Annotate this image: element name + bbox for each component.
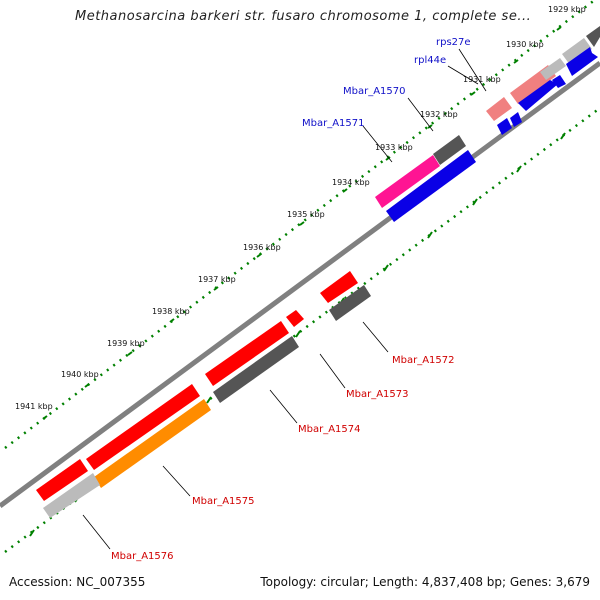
upper-features xyxy=(375,26,600,222)
tick-label: 1932 kbp xyxy=(420,110,458,119)
tick-label: 1940 kbp xyxy=(61,370,99,379)
gene-feature-gray[interactable] xyxy=(562,38,592,65)
gene-feature-highlight[interactable] xyxy=(375,155,440,208)
gene-feature-dark[interactable] xyxy=(586,26,600,47)
gene-label-mbar-a1575[interactable]: Mbar_A1575 xyxy=(192,496,255,507)
gene-label-rpl44e[interactable]: rpl44e xyxy=(414,55,446,66)
tick-label: 1939 kbp xyxy=(107,339,145,348)
callout-lines xyxy=(82,48,487,550)
tick-label: 1937 kbp xyxy=(198,275,236,284)
gene-feature-reverse[interactable] xyxy=(36,459,88,501)
sequence-summary: Topology: circular; Length: 4,837,408 bp… xyxy=(260,575,590,589)
gene-feature-forward[interactable] xyxy=(510,112,522,127)
tick-label: 1930 kbp xyxy=(506,40,544,49)
gene-feature-forward[interactable] xyxy=(386,150,476,222)
gene-feature-forward[interactable] xyxy=(497,118,512,135)
tick-label: 1935 kbp xyxy=(287,210,325,219)
gene-feature-dark[interactable] xyxy=(433,135,466,165)
gene-label-mbar-a1572[interactable]: Mbar_A1572 xyxy=(392,355,455,366)
lower-features xyxy=(36,271,371,518)
tick-label: 1941 kbp xyxy=(15,402,53,411)
gene-feature-pink[interactable] xyxy=(486,97,512,121)
tick-label: 1933 kbp xyxy=(375,143,413,152)
gene-feature-orange[interactable] xyxy=(94,399,211,488)
tick-label: 1931 kbp xyxy=(463,75,501,84)
gene-feature-forward[interactable] xyxy=(518,80,558,111)
gene-feature-reverse[interactable] xyxy=(86,384,200,470)
gene-feature-dark[interactable] xyxy=(213,336,299,403)
sequence-title: Methanosarcina barkeri str. fusaro chrom… xyxy=(75,9,532,24)
gene-feature-reverse[interactable] xyxy=(286,310,304,327)
gene-feature-forward[interactable] xyxy=(566,47,598,76)
gene-label-rps27e[interactable]: rps27e xyxy=(436,37,471,48)
accession-text: Accession: NC_007355 xyxy=(9,575,146,589)
gene-labels: rps27e rpl44e Mbar_A1570 Mbar_A1571 Mbar… xyxy=(111,37,471,562)
gene-label-mbar-a1576[interactable]: Mbar_A1576 xyxy=(111,551,174,562)
outer-tick-ring xyxy=(4,0,597,449)
gene-feature-reverse[interactable] xyxy=(205,321,289,386)
kbp-labels: 1929 kbp 1930 kbp 1931 kbp 1932 kbp 1933… xyxy=(15,5,586,411)
chromosome-backbone xyxy=(0,60,600,509)
tick-label: 1938 kbp xyxy=(152,307,190,316)
gene-feature-gray[interactable] xyxy=(540,58,566,80)
gene-feature-gray[interactable] xyxy=(43,473,100,518)
gene-label-mbar-a1570[interactable]: Mbar_A1570 xyxy=(343,86,406,97)
gene-feature-dark[interactable] xyxy=(329,285,371,321)
gene-label-mbar-a1571[interactable]: Mbar_A1571 xyxy=(302,118,365,129)
gene-feature-reverse[interactable] xyxy=(320,271,358,303)
gene-label-mbar-a1574[interactable]: Mbar_A1574 xyxy=(298,424,361,435)
tick-label: 1934 kbp xyxy=(332,178,370,187)
gene-label-mbar-a1573[interactable]: Mbar_A1573 xyxy=(346,389,409,400)
tick-label: 1929 kbp xyxy=(548,5,586,14)
gene-feature-forward[interactable] xyxy=(552,75,566,88)
tick-label: 1936 kbp xyxy=(243,243,281,252)
